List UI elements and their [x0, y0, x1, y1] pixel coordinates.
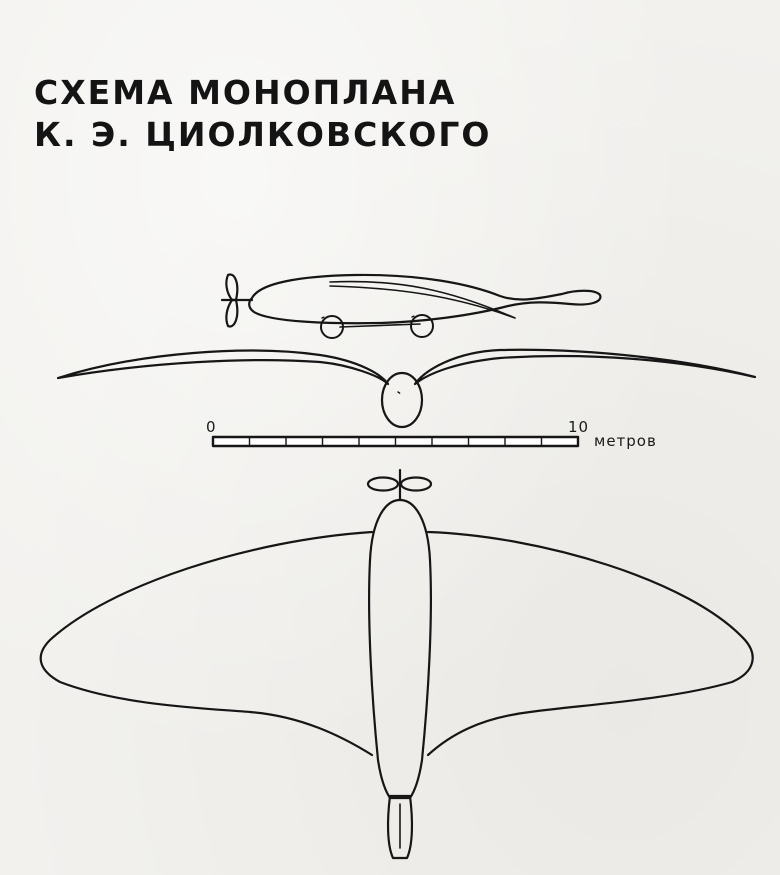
top-propeller: [366, 468, 433, 502]
diagram-title: СХЕМА МОНОПЛАНА К. Э. ЦИОЛКОВСКОГО: [34, 72, 491, 156]
front-view: [56, 348, 757, 429]
side-view: [220, 273, 602, 339]
front-left-wing: [56, 349, 390, 386]
side-landing-bar: [339, 323, 421, 328]
side-propeller: [220, 273, 254, 328]
title-line-1: СХЕМА МОНОПЛАНА: [34, 73, 457, 112]
top-wing: [39, 530, 754, 757]
title-line-2: К. Э. ЦИОЛКОВСКОГО: [34, 115, 492, 154]
top-view: [39, 468, 754, 860]
scale-bar: 0 10 метров: [206, 418, 657, 450]
side-wing-profile: [329, 280, 516, 319]
side-wheel-strut: [321, 314, 417, 319]
top-fuselage: [368, 498, 432, 800]
scale-end-label: 10: [568, 418, 589, 436]
top-tail: [386, 794, 414, 860]
side-fuselage: [248, 273, 602, 325]
scale-start-label: 0: [206, 418, 217, 436]
front-right-wing: [413, 348, 757, 386]
side-front-wheel: [320, 315, 344, 339]
scale-unit-label: метров: [594, 432, 657, 450]
front-fuselage: [380, 371, 424, 429]
side-rear-wheel: [410, 314, 434, 338]
scale-ticks: [248, 436, 543, 447]
